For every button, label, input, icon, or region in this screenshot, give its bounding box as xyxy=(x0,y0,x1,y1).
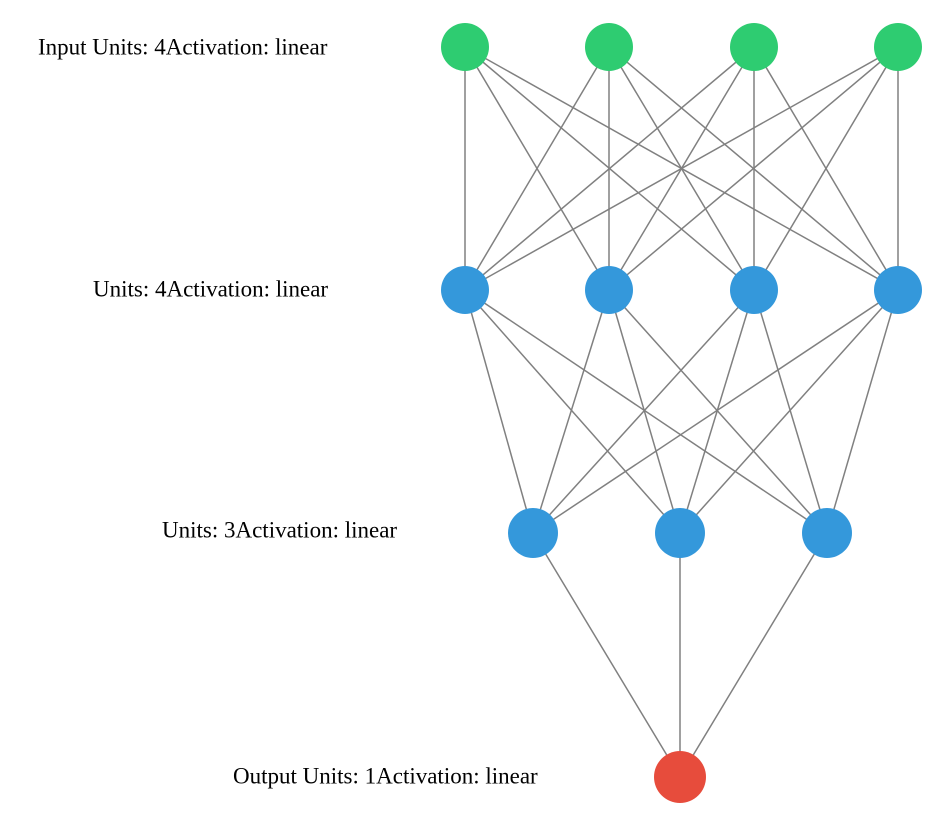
edge xyxy=(608,289,828,534)
layer-label-hidden-2: Units: 3Activation: linear xyxy=(162,517,398,543)
hidden-2-node xyxy=(508,508,558,558)
input-node xyxy=(585,23,633,71)
layer-label-input: Input Units: 4Activation: linear xyxy=(38,34,328,60)
edge xyxy=(464,289,534,534)
edge xyxy=(608,46,899,291)
edge xyxy=(532,289,899,534)
hidden-1-node xyxy=(441,266,489,314)
edge xyxy=(464,46,610,291)
input-node xyxy=(441,23,489,71)
edge xyxy=(464,289,828,534)
edge xyxy=(464,46,755,291)
layer-label-hidden-1: Units: 4Activation: linear xyxy=(93,276,329,302)
edge xyxy=(753,289,828,534)
edge xyxy=(679,289,899,534)
output-node xyxy=(654,751,706,803)
edge xyxy=(464,46,899,291)
hidden-1-node xyxy=(585,266,633,314)
edge xyxy=(679,289,755,534)
edge xyxy=(753,46,899,291)
hidden-2-node xyxy=(802,508,852,558)
hidden-1-node xyxy=(730,266,778,314)
edge xyxy=(679,532,828,778)
layer-label-output: Output Units: 1Activation: linear xyxy=(233,763,538,789)
edge xyxy=(464,289,681,534)
edge xyxy=(532,532,681,778)
input-node xyxy=(874,23,922,71)
edge xyxy=(532,289,755,534)
edge xyxy=(826,289,899,534)
hidden-2-node xyxy=(655,508,705,558)
input-node xyxy=(730,23,778,71)
hidden-1-node xyxy=(874,266,922,314)
edge xyxy=(532,289,610,534)
